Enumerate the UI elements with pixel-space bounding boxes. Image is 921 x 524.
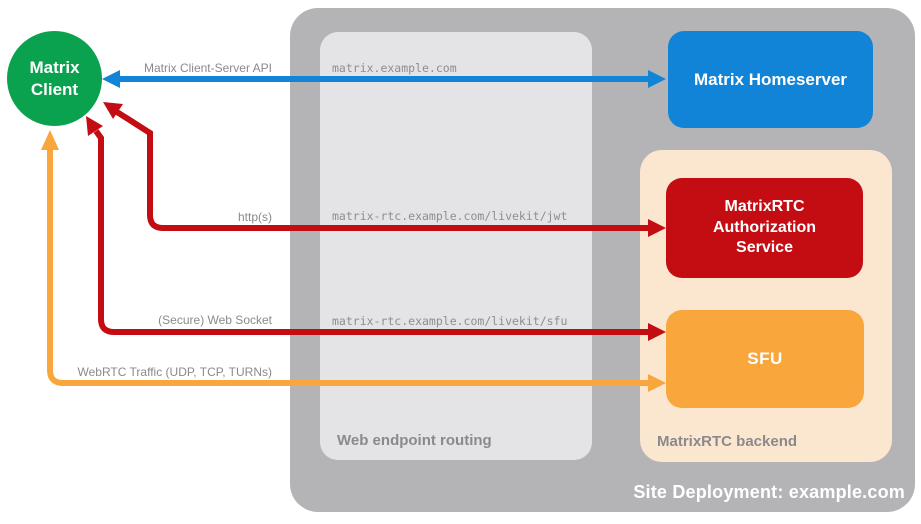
- webrtc-traffic-label: WebRTC Traffic (UDP, TCP, TURNs): [77, 365, 273, 379]
- sfu-node: SFU: [666, 310, 864, 408]
- web-endpoint-routing-label: Web endpoint routing: [337, 432, 492, 449]
- matrix-homeserver-label: Matrix Homeserver: [693, 69, 848, 89]
- matrix-client-label-line2: Client: [30, 79, 79, 99]
- endpoint-livekit-sfu: matrix-rtc.example.com/livekit/sfu: [332, 314, 568, 328]
- web-socket-label: (Secure) Web Socket: [158, 313, 272, 327]
- endpoint-matrix-example-com: matrix.example.com: [332, 61, 457, 75]
- matrixrtc-backend-label: MatrixRTC backend: [657, 433, 798, 450]
- https-label: http(s): [237, 210, 272, 224]
- matrix-client-node: Matrix Client: [7, 31, 102, 126]
- sfu-label: SFU: [747, 349, 783, 368]
- matrixrtc-auth-service-node: MatrixRTC Authorization Service: [666, 178, 863, 278]
- endpoint-livekit-jwt: matrix-rtc.example.com/livekit/jwt: [332, 209, 568, 223]
- client-server-api-label: Matrix Client-Server API: [143, 61, 272, 75]
- matrix-client-label-line1: Matrix: [29, 58, 80, 78]
- site-deployment-label: Site Deployment: example.com: [633, 482, 905, 502]
- matrixrtc-auth-service-label: MatrixRTC Authorization Service: [712, 197, 817, 257]
- matrix-homeserver-node: Matrix Homeserver: [668, 31, 873, 128]
- web-endpoint-routing-box: Web endpoint routing: [320, 32, 592, 460]
